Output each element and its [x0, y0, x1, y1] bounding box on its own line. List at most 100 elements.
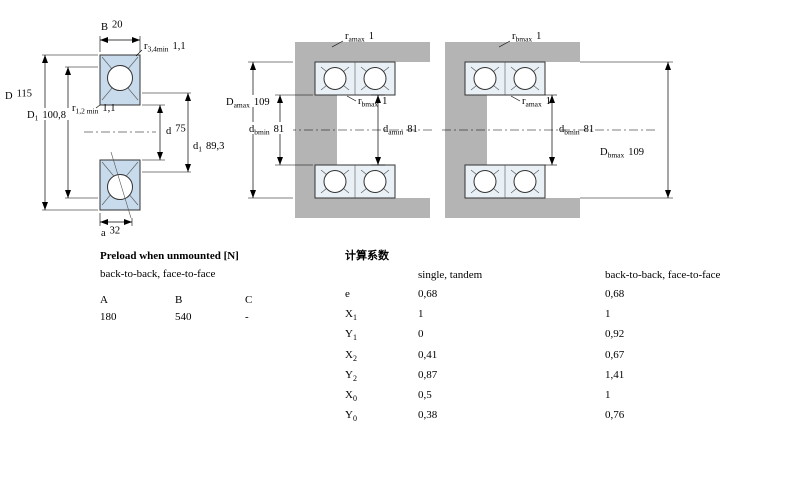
bearing-pair-bottom: [464, 164, 546, 199]
preload-table-title: Preload when unmounted [N]: [100, 250, 239, 262]
bearing-section-bottom: [99, 151, 141, 219]
dim-symbol: D: [27, 110, 35, 121]
dim-value: 1: [546, 96, 551, 107]
ball: [363, 170, 387, 193]
label-background: [247, 122, 293, 134]
leader-line: [510, 95, 521, 102]
preload-col-header-b: B: [175, 294, 183, 306]
dim-value: 1,1: [173, 41, 186, 52]
ball: [323, 67, 347, 90]
dim-subscript: amin: [388, 128, 403, 137]
dim-symbol: d: [193, 141, 199, 152]
factor-value-paired: 1: [605, 388, 611, 401]
dim-symbol: d: [383, 124, 389, 135]
dim-value: 89,3: [206, 141, 224, 152]
factors-col-header-paired: back-to-back, face-to-face: [605, 269, 721, 281]
factor-value-single: 0,87: [418, 368, 438, 381]
dim-value: 81: [274, 124, 285, 135]
factor-value-paired: 0,68: [605, 288, 625, 300]
factor-symbol: e: [345, 288, 350, 300]
leader-line: [346, 95, 357, 102]
ball: [473, 67, 497, 90]
factor-value-paired: 0,67: [605, 348, 625, 361]
factor-symbol: Y: [345, 368, 353, 381]
dim-symbol: r: [512, 31, 516, 42]
dim-subscript: bmin: [254, 128, 270, 137]
ball: [473, 170, 497, 193]
dim-value: 1: [382, 96, 387, 107]
factor-value-single: 0,41: [418, 348, 438, 361]
dim-symbol: d: [249, 124, 255, 135]
dim-subscript: 1,2 min: [76, 107, 99, 116]
factor-label-y2: Y2: [345, 369, 418, 385]
leader-line: [95, 104, 101, 109]
bearing-section-top: [99, 54, 141, 106]
housing-top: [295, 42, 430, 62]
factor-label-x0: X0: [345, 389, 418, 405]
ball: [363, 67, 387, 90]
dim-subscript: bmax: [516, 35, 533, 44]
preload-table-subtitle: back-to-back, face-to-face: [100, 268, 216, 280]
factor-value-single: 0,5: [418, 388, 432, 401]
dim-symbol: D: [600, 147, 608, 158]
preload-col-header-c: C: [245, 294, 253, 306]
dim-label-B: B 20: [101, 20, 123, 34]
dim-label-d-amin: damin 81: [383, 124, 418, 137]
housing-bottom: [445, 198, 580, 218]
label-background: [225, 95, 277, 107]
factor-label-x2: X2: [345, 349, 418, 365]
factor-symbol: X: [345, 308, 353, 321]
dim-symbol: D: [5, 91, 13, 102]
leader-line: [498, 40, 511, 48]
dim-subscript: bmin: [564, 128, 580, 137]
load-center-line: [110, 151, 132, 219]
dim-value: 75: [175, 124, 186, 135]
preload-value-b: 540: [175, 311, 192, 323]
bearing-pair-top: [464, 61, 546, 96]
dim-symbol: r: [144, 41, 148, 52]
dim-value: 20: [112, 20, 123, 31]
factor-subscript: 1: [352, 313, 357, 323]
factors-table-grid: single, tandem back-to-back, face-to-fac…: [345, 269, 790, 425]
housing-bottom: [295, 198, 430, 218]
dim-symbol: r: [522, 96, 526, 107]
factor-label-y0: Y0: [345, 409, 418, 425]
dim-subscript: amax: [349, 35, 365, 44]
dim-symbol: D: [226, 97, 234, 108]
dim-symbol: d: [166, 126, 172, 137]
dim-symbol: r: [345, 31, 349, 42]
preload-value-c: -: [245, 311, 249, 323]
dim-subscript: bmax: [362, 100, 379, 109]
factor-label-x1: X1: [345, 308, 418, 324]
preload-value-a: 180: [100, 311, 117, 323]
dim-symbol: B: [101, 22, 108, 33]
dim-value: 81: [407, 124, 418, 135]
factor-value-single: 0: [418, 328, 424, 341]
factor-value-paired: 0,76: [605, 409, 625, 422]
factors-col-header-single: single, tandem: [418, 269, 483, 281]
factor-symbol: Y: [345, 409, 353, 422]
factor-symbol: Y: [345, 328, 353, 341]
factor-symbol: X: [345, 388, 353, 401]
dim-subscript: bmax: [608, 151, 625, 160]
dim-symbol: r: [72, 103, 76, 114]
dim-label-d-bmin: dbmin 81: [249, 124, 284, 137]
housing-top: [445, 42, 580, 62]
dim-value: 115: [17, 89, 32, 100]
bearing-pair-top: [314, 61, 396, 96]
dim-value: 1,1: [102, 103, 115, 114]
dim-value: 100,8: [42, 110, 66, 121]
